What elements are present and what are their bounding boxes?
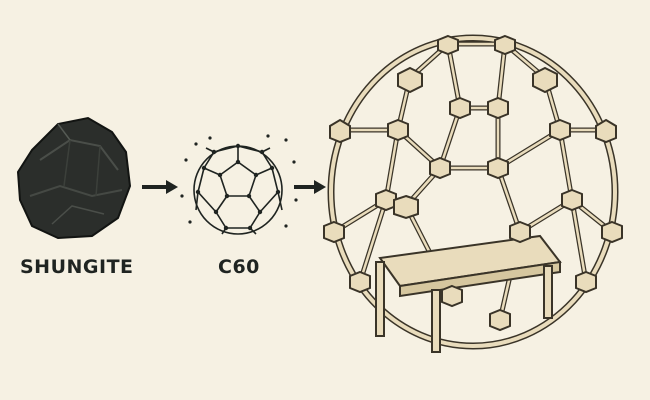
c60-label: C60 [218,256,260,278]
shungite-rock-icon [16,116,132,240]
c60-atom-dots [180,134,298,231]
shungite-label: SHUNGITE [20,256,134,278]
wooden-platform [375,234,562,353]
geodesic-dome-structure-icon [323,34,623,353]
arrow-right-icon [142,180,178,194]
arrow-right-icon [294,180,326,194]
c60-molecule-icon [193,145,283,235]
